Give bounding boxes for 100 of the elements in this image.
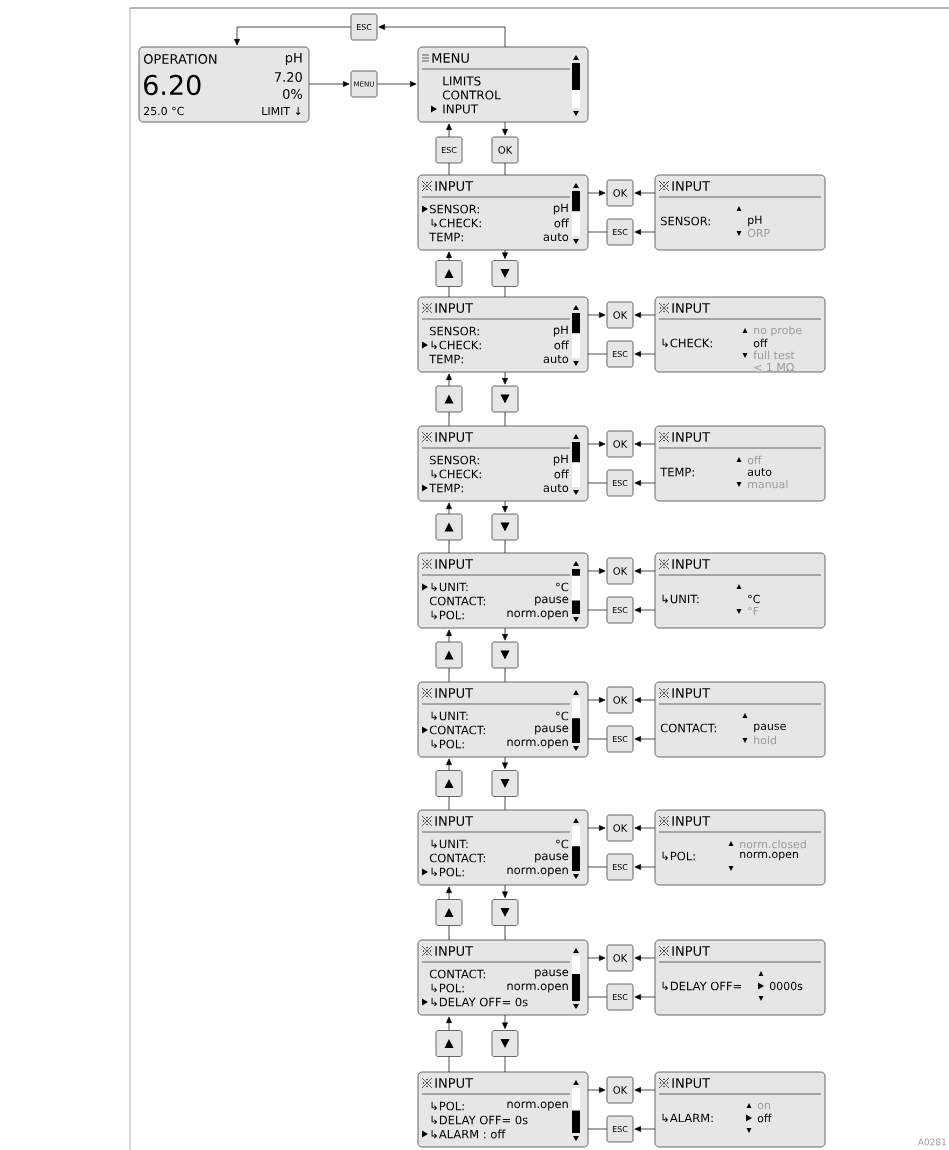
parameter-name: CONTACT: <box>429 969 485 979</box>
display-screen <box>417 296 589 373</box>
parameter-value: norm.open <box>507 867 568 877</box>
arrow <box>502 627 508 641</box>
setpoint-value: 7.20 <box>274 72 302 82</box>
parameter-name: ↳UNIT: <box>431 711 468 721</box>
key-button: OK <box>606 557 634 585</box>
key-button: ▼ <box>491 1030 519 1057</box>
parameter-name: pH <box>285 52 302 66</box>
key-button: OK <box>606 686 634 714</box>
option-text: on <box>757 1102 770 1110</box>
parameter-value: off <box>554 218 569 228</box>
screen-title: INPUT <box>435 688 474 698</box>
connector-line <box>448 1056 450 1073</box>
arrow <box>634 825 656 831</box>
connector-line <box>587 996 608 998</box>
connector-line <box>587 231 608 233</box>
parameter-name: ↳POL: <box>431 867 464 877</box>
option-text: ORP <box>747 228 770 238</box>
screen-title: INPUT <box>672 816 711 826</box>
parameter-name: ↳POL: <box>431 739 464 749</box>
arrow <box>634 994 656 1000</box>
screen-title: INPUT <box>672 559 711 569</box>
display-screen <box>417 1071 589 1148</box>
parameter-name: CONTACT: <box>429 853 485 863</box>
parameter-name: ↳DELAY OFF= <box>662 981 741 991</box>
display-screen <box>654 425 826 502</box>
arrow <box>378 24 506 48</box>
arrow <box>502 756 508 769</box>
parameter-name: TEMP: <box>429 232 463 242</box>
key-button: OK <box>606 1076 634 1104</box>
key-button: ESC <box>435 136 463 164</box>
parameter-value: norm.open <box>507 610 568 620</box>
option-text: manual <box>748 479 788 489</box>
arrow <box>587 697 606 703</box>
key-button: ▼ <box>491 899 519 926</box>
parameter-value: auto <box>543 354 569 364</box>
connector-line <box>504 1056 506 1073</box>
connector-line <box>587 738 608 740</box>
screen-title: INPUT <box>672 1078 711 1088</box>
arrow <box>634 568 656 574</box>
option-text: < 1 MΩ <box>754 362 794 372</box>
key-button: ESC <box>606 983 634 1011</box>
parameter-name: ↳POL: <box>431 610 464 620</box>
temperature-value: 25.0 °C <box>144 106 184 116</box>
arrow <box>234 26 352 46</box>
option-text: full test <box>753 350 795 360</box>
parameter-name: ↳CHECK: <box>662 338 712 348</box>
parameter-value: norm.open <box>507 983 568 993</box>
parameter-value: pause <box>535 725 569 735</box>
arrow <box>634 736 656 742</box>
key-button: OK <box>606 179 634 207</box>
option-text: 0000s <box>769 981 803 991</box>
display-screen <box>417 46 589 123</box>
display-screen <box>654 1071 826 1148</box>
display-screen <box>417 681 589 758</box>
parameter-name: TEMP: <box>429 483 463 493</box>
arrow <box>446 629 452 643</box>
menu-item: INPUT <box>443 104 479 114</box>
parameter-name: CONTACT: <box>660 723 716 733</box>
option-text: °C <box>748 594 760 604</box>
arrow <box>587 955 606 961</box>
display-screen <box>654 939 826 1016</box>
parameter-value: °C <box>556 582 569 592</box>
parameter-name: CONTACT: <box>429 725 485 735</box>
option-text: norm.closed <box>740 839 806 849</box>
key-button: OK <box>606 430 634 458</box>
display-screen <box>417 809 589 886</box>
arrow <box>634 312 656 318</box>
option-text: pH <box>748 215 762 227</box>
connector-line <box>504 286 506 298</box>
arrow <box>634 607 656 613</box>
parameter-value: off <box>554 469 569 479</box>
display-screen <box>417 425 589 502</box>
key-button: ▲ <box>435 770 463 797</box>
parameter-name: SENSOR: <box>660 216 710 226</box>
connector-line <box>587 482 608 484</box>
arrow <box>502 121 508 136</box>
key-button: ESC <box>606 218 634 246</box>
connector-line <box>587 1128 608 1130</box>
arrow <box>502 1014 508 1029</box>
parameter-value: °C <box>556 839 569 849</box>
connector-line <box>504 667 506 683</box>
parameter-value: norm.open <box>507 1101 568 1111</box>
arrow <box>502 884 508 898</box>
status-text: LIMIT ↓ <box>262 107 301 116</box>
key-button: OK <box>606 301 634 329</box>
display-screen <box>417 939 589 1016</box>
parameter-name: ↳CHECK: <box>431 218 481 228</box>
parameter-name: ↳ALARM: <box>662 1113 713 1123</box>
option-text: pause <box>754 723 786 733</box>
key-button: ESC <box>606 853 634 881</box>
parameter-value: pause <box>535 853 569 863</box>
arrow <box>446 758 452 771</box>
option-text: °F <box>748 606 759 616</box>
parameter-name: ↳POL: <box>662 851 695 861</box>
parameter-value: off <box>554 340 569 350</box>
arrow <box>587 568 606 574</box>
parameter-name: ↳DELAY OFF= 0s <box>431 997 528 1007</box>
connector-line <box>587 353 608 355</box>
